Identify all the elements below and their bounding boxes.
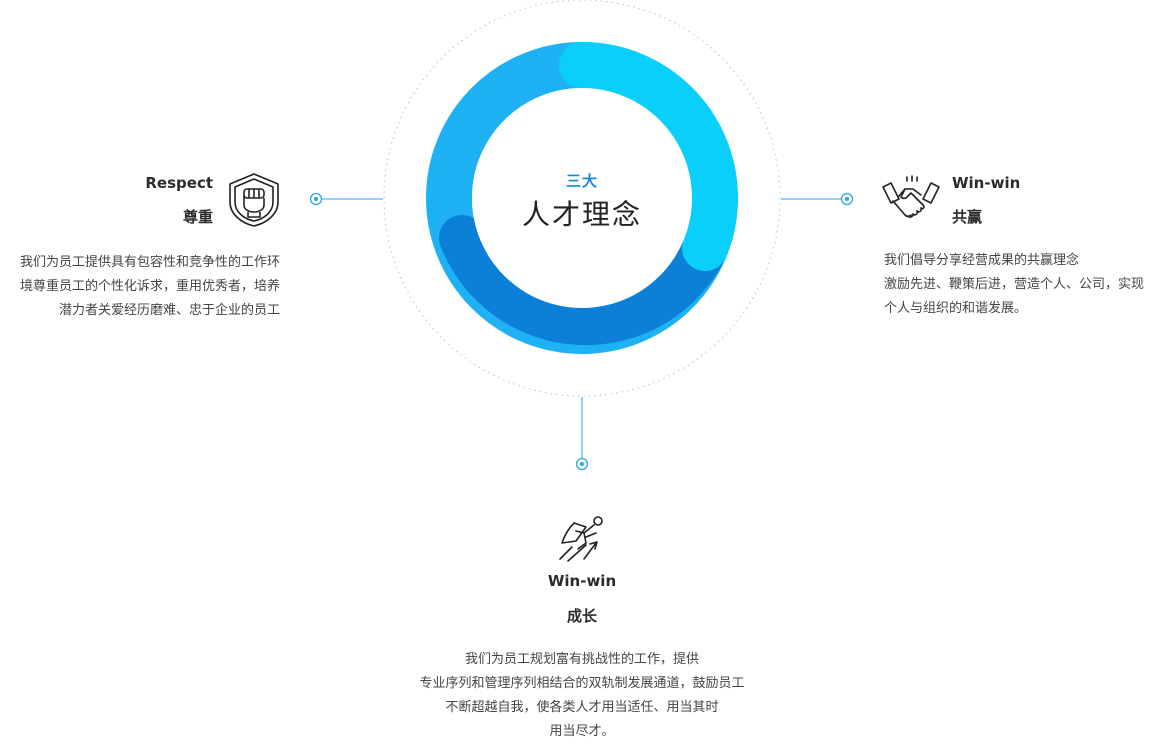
growth-title-cn: 成长 [566, 607, 597, 625]
ring-center-disc [472, 88, 692, 308]
handshake-icon [881, 175, 941, 225]
respect-description: 我们为员工提供具有包容性和竞争性的工作环 境尊重员工的个性化诉求，重用优秀者，培… [19, 255, 280, 318]
winwin-title-en: Win-win [952, 174, 1021, 192]
center-title: 人才理念 [521, 198, 642, 231]
winwin-title-cn: 共赢 [952, 208, 983, 226]
ring-segment-cyan [559, 42, 738, 271]
center-subtitle: 三大 [565, 172, 598, 190]
respect-title-en: Respect [145, 174, 213, 192]
winwin-description: 我们倡导分享经营成果的共赢理念 激励先进、鞭策后进，营造个人、公司，实现 个人与… [884, 253, 1145, 316]
dotted-outer-circle [383, 0, 781, 397]
ring-segment-dark [439, 215, 728, 346]
fist-shield-icon [225, 172, 283, 228]
respect-title-cn: 尊重 [182, 208, 213, 226]
growth-title-en: Win-win [547, 572, 617, 590]
growth-description: 我们为员工规划富有挑战性的工作，提供 专业序列和管理序列相结合的双轨制发展通道，… [419, 652, 745, 739]
flying-hero-icon [556, 515, 608, 563]
